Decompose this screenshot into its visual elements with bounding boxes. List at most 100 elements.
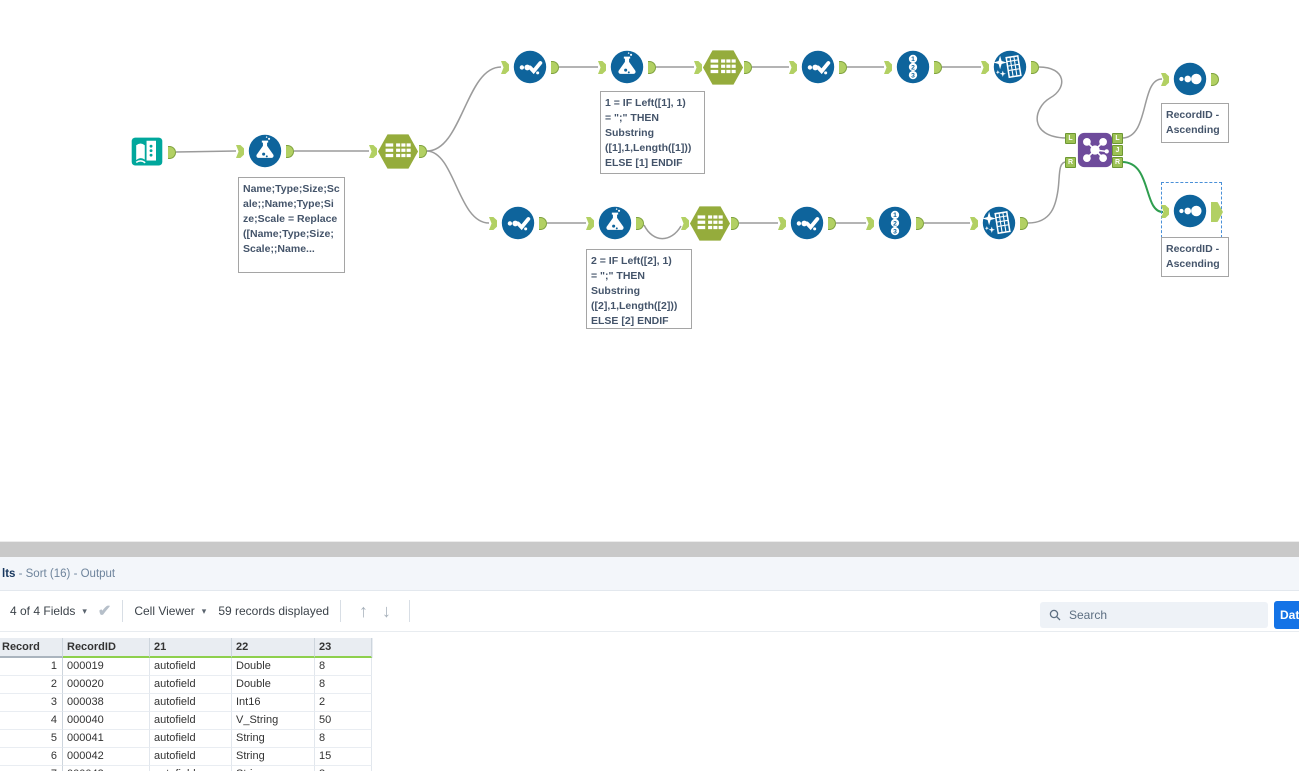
column-header-record[interactable]: Record [0,638,63,658]
panel-splitter[interactable] [0,541,1299,557]
wire[interactable] [1036,66,1067,139]
output-anchor[interactable] [744,61,752,74]
wire[interactable] [426,150,490,224]
join-output-anchor-left[interactable]: L [1112,133,1123,144]
column-header-21[interactable]: 21 [150,638,232,658]
table-row[interactable]: 1 000019 autofield Double 8 [0,658,373,676]
output-anchor[interactable] [636,217,644,230]
input-anchor[interactable] [866,217,874,230]
workflow-canvas[interactable]: 1 2 3 [0,0,1299,541]
output-anchor[interactable] [731,217,739,230]
formula-tool-bottom[interactable] [586,205,644,241]
join-output-anchor-join[interactable]: J [1112,145,1123,156]
select-tool-top-1[interactable] [501,49,559,85]
data-button[interactable]: Dat [1274,601,1299,629]
input-anchor[interactable] [694,61,702,74]
record-id-tool-top[interactable] [884,49,942,85]
output-anchor[interactable] [828,217,836,230]
input-anchor[interactable] [681,217,689,230]
input-anchor[interactable] [981,61,989,74]
output-anchor[interactable] [168,146,176,159]
input-anchor[interactable] [236,145,244,158]
chevron-down-icon[interactable]: ▾ [82,605,87,616]
output-anchor[interactable] [1211,202,1223,222]
output-anchor[interactable] [916,217,924,230]
output-anchor[interactable] [934,61,942,74]
table-row[interactable]: 3 000038 autofield Int16 2 [0,694,373,712]
text-to-columns-tool-bottom[interactable] [681,205,739,241]
wire[interactable] [175,150,237,153]
table-row[interactable]: 2 000020 autofield Double 8 [0,676,373,694]
input-anchor[interactable] [489,217,497,230]
output-anchor[interactable] [648,61,656,74]
output-anchor[interactable] [1020,217,1028,230]
output-anchor[interactable] [539,217,547,230]
input-anchor[interactable] [501,61,509,74]
apply-check-icon[interactable]: ✔ [97,603,112,620]
input-anchor[interactable] [789,61,797,74]
search-input[interactable] [1067,607,1241,623]
cell: 8 [315,676,372,694]
fields-dropdown[interactable]: 4 of 4 Fields [10,604,76,618]
sort-tool-top[interactable] [1161,61,1219,97]
output-anchor[interactable] [551,61,559,74]
table-row[interactable]: 6 000042 autofield String 15 [0,748,373,766]
table-row[interactable]: 4 000040 autofield V_String 50 [0,712,373,730]
input-anchor[interactable] [778,217,786,230]
input-anchor[interactable] [1161,205,1169,218]
wire[interactable] [1027,161,1067,224]
table-row[interactable]: 5 000041 autofield String 8 [0,730,373,748]
join-icon [1077,132,1113,168]
select-tool-bottom-1[interactable] [489,205,547,241]
select-tool-bottom-2[interactable] [778,205,836,241]
output-anchor[interactable] [286,145,294,158]
annotation-formula-main[interactable]: Name;Type;Size;Sc ale;;Name;Type;Si ze;S… [238,177,345,273]
table-row[interactable]: 7 000043 autofield String 8 [0,766,373,771]
input-anchor[interactable] [1161,73,1169,86]
select-icon [800,49,836,85]
input-anchor[interactable] [598,61,606,74]
wire[interactable] [426,66,502,152]
text-to-columns-tool-main[interactable] [369,133,427,169]
join-input-anchor-right[interactable]: R [1065,157,1076,168]
annotation-sort-bottom[interactable]: RecordID - Ascending [1161,237,1229,277]
text-to-columns-tool-top[interactable] [694,49,752,85]
output-anchor[interactable] [419,145,427,158]
join-input-anchor-left[interactable]: L [1065,133,1076,144]
column-header-recordid[interactable]: RecordID [63,638,150,658]
output-anchor[interactable] [839,61,847,74]
arrow-up-icon[interactable]: ↑ [359,600,369,621]
join-tool[interactable]: L R L J R [1065,131,1123,171]
output-anchor[interactable] [1031,61,1039,74]
arrow-down-icon[interactable]: ↓ [382,600,392,621]
annotation-sort-top[interactable]: RecordID - Ascending [1161,103,1229,143]
cell: Double [232,658,315,676]
column-header-23[interactable]: 23 [315,638,372,658]
data-cleansing-tool-top[interactable] [981,49,1039,85]
formula-tool-main[interactable] [236,133,294,169]
chevron-down-icon[interactable]: ▾ [201,605,207,616]
wire-selected-green[interactable] [1121,161,1164,213]
column-header-22[interactable]: 22 [232,638,315,658]
sort-tool-bottom-selected[interactable] [1161,193,1223,229]
select-tool-top-2[interactable] [789,49,847,85]
output-anchor[interactable] [1211,73,1219,86]
cell-viewer-dropdown[interactable]: Cell Viewer [134,604,195,618]
record-id-tool-bottom[interactable] [866,205,924,241]
input-anchor[interactable] [970,217,978,230]
annotation-formula-top[interactable]: 1 = IF Left([1], 1) = ";" THEN Substring… [600,91,705,174]
input-anchor[interactable] [884,61,892,74]
search-box[interactable] [1040,602,1268,628]
row-number: 4 [0,712,63,730]
join-output-anchor-right[interactable]: R [1112,157,1123,168]
cell: autofield [150,730,232,748]
annotation-formula-bottom[interactable]: 2 = IF Left([2], 1) = ";" THEN Substring… [586,249,692,329]
grid-header-row: Record RecordID 21 22 23 [0,638,373,658]
formula-tool-top[interactable] [598,49,656,85]
data-cleansing-tool-bottom[interactable] [970,205,1028,241]
wire[interactable] [643,224,682,240]
input-anchor[interactable] [369,145,377,158]
input-data-tool[interactable] [118,134,176,170]
wire[interactable] [1121,78,1163,139]
input-anchor[interactable] [586,217,594,230]
